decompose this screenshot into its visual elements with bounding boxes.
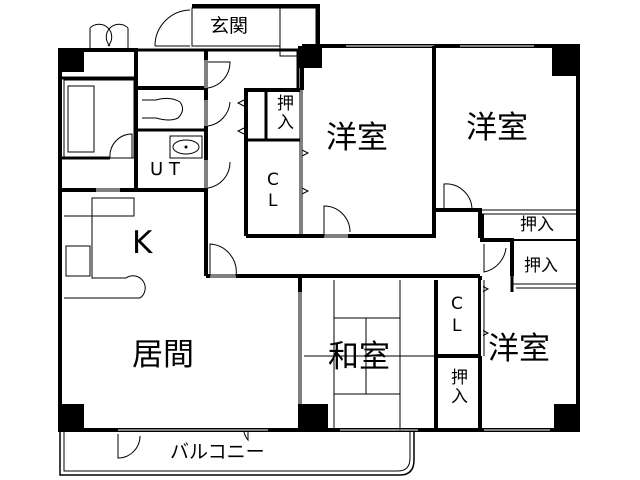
outer-wall (58, 50, 300, 432)
column (58, 48, 84, 72)
column (298, 46, 322, 68)
room-label-entrance: 玄関 (210, 15, 249, 37)
room-label-japanese: 和室 (328, 339, 390, 375)
storage-label-oshiire-hall: 押入 (273, 94, 293, 132)
closet-label-mid-c: C (451, 294, 463, 314)
entrance-wall (192, 4, 320, 48)
storage-label-oshiire-right-mid: 押入 (524, 256, 558, 276)
room-label-western-2: 洋室 (466, 110, 528, 146)
balcony-outline (59, 430, 415, 476)
storage-label-oshiire-right-top: 押入 (520, 215, 554, 235)
room-label-western-1: 洋室 (326, 120, 388, 156)
room-label-balcony: バルコニー (170, 441, 265, 463)
room-label-living: 居間 (132, 337, 194, 373)
kitchen-counter (64, 197, 146, 299)
storage-label-oshiire-bottom: 押入 (447, 368, 467, 406)
column (298, 404, 328, 432)
column (552, 44, 580, 76)
room-label-western-3: 洋室 (488, 331, 550, 367)
room-label-kitchen: K (132, 225, 153, 261)
column (58, 404, 84, 432)
closet-label-hall-l: L (268, 191, 278, 211)
entrance-door (154, 9, 191, 47)
closet-label-mid-l: L (452, 316, 462, 336)
toilet (142, 97, 184, 121)
closet-label-hall-c: C (267, 170, 279, 190)
column (554, 404, 580, 432)
room-label-utility: U T (150, 159, 180, 180)
